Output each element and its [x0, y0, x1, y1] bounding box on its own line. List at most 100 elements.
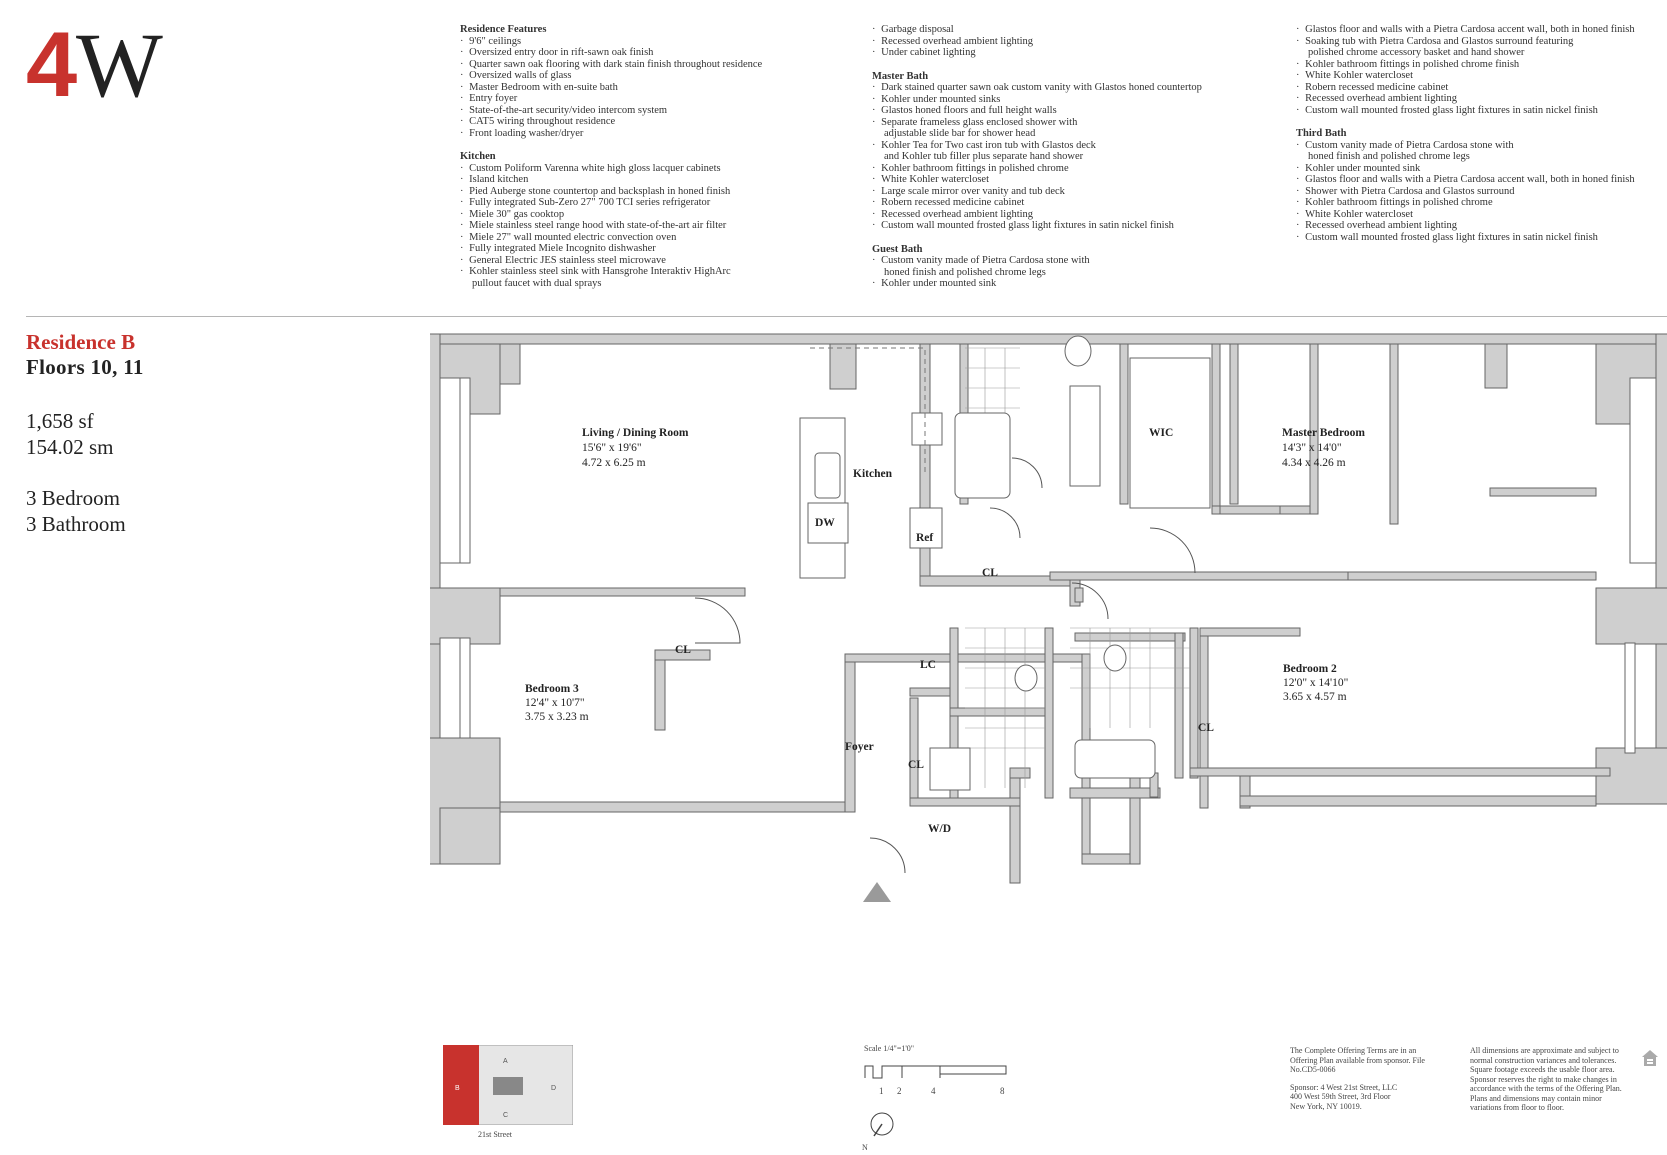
section-heading: Guest Bath	[872, 243, 923, 255]
doors	[694, 457, 1196, 874]
feature-item: Kohler bathroom fittings in polished chr…	[872, 163, 1202, 175]
features-column-3: Glastos floor and walls with a Pietra Ca…	[1296, 24, 1635, 255]
closet-label: CL	[908, 759, 924, 771]
living-room-imperial: 15'6" x 19'6"	[582, 442, 642, 454]
washer-dryer-label: W/D	[928, 823, 951, 835]
feature-item: Custom vanity made of Pietra Cardosa sto…	[872, 255, 1202, 267]
scale-bar: 1 2 4 8	[864, 1065, 1007, 1096]
feature-item: Island kitchen	[460, 174, 762, 186]
living-room-metric: 4.72 x 6.25 m	[582, 457, 646, 469]
fixtures	[799, 335, 1211, 791]
brand-logo: 4 W	[26, 20, 163, 102]
dimensions-disclaimer: All dimensions are approximate and subje…	[1470, 1046, 1622, 1112]
feature-item-continuation: honed finish and polished chrome legs	[884, 266, 1046, 278]
feature-item: Kohler under mounted sinks	[872, 94, 1202, 106]
feature-item: General Electric JES stainless steel mic…	[460, 255, 762, 267]
feature-item: Kohler bathroom fittings in polished chr…	[1296, 197, 1635, 209]
feature-item: Oversized walls of glass	[460, 70, 762, 82]
feature-item: White Kohler watercloset	[872, 174, 1202, 186]
guest-bath-continued-section: Glastos floor and walls with a Pietra Ca…	[1296, 24, 1635, 116]
feature-item: Glastos honed floors and full height wal…	[872, 105, 1202, 117]
feature-item: Miele 30" gas cooktop	[460, 209, 762, 221]
unit-d-label: D	[551, 1085, 556, 1092]
feature-item: Entry foyer	[460, 93, 762, 105]
bedroom-3-imperial: 12'4" x 10'7"	[525, 697, 585, 709]
feature-item: Quarter sawn oak flooring with dark stai…	[460, 59, 762, 71]
feature-item: Recessed overhead ambient lighting	[1296, 93, 1635, 105]
feature-item: Glastos floor and walls with a Pietra Ca…	[1296, 24, 1635, 36]
tile-grid	[965, 347, 1190, 788]
feature-item: Dark stained quarter sawn oak custom van…	[872, 82, 1202, 94]
logo-letter: W	[76, 20, 163, 102]
sink-icon	[814, 452, 841, 499]
feature-item: Robern recessed medicine cabinet	[1296, 82, 1635, 94]
feature-item: White Kohler watercloset	[1296, 209, 1635, 221]
windows	[439, 377, 1657, 754]
feature-item-continuation: pullout faucet with dual sprays	[472, 277, 602, 289]
key-plan: A B C D	[443, 1045, 573, 1125]
sponsor-line: 400 West 59th Street, 3rd Floor	[1290, 1092, 1391, 1101]
bedroom-3-metric: 3.75 x 3.23 m	[525, 711, 589, 723]
logo-digit: 4	[26, 20, 77, 102]
section-heading: Master Bath	[872, 70, 929, 82]
feature-item: Front loading washer/dryer	[460, 128, 762, 140]
feature-item: Kohler under mounted sink	[872, 278, 1202, 290]
vanity	[1069, 385, 1101, 487]
toilet-icon	[1103, 644, 1127, 672]
master-bedroom-imperial: 14'3" x 14'0"	[1282, 442, 1342, 454]
master-bedroom-metric: 4.34 x 4.26 m	[1282, 457, 1346, 469]
foyer-label: Foyer	[845, 741, 874, 753]
feature-item: Kohler bathroom fittings in polished chr…	[1296, 59, 1635, 71]
bathtub-icon	[954, 412, 1011, 499]
feature-item: State-of-the-art security/video intercom…	[460, 105, 762, 117]
scale-tick: 1	[879, 1086, 884, 1096]
unit-b-highlight	[443, 1045, 479, 1125]
residence-title: Residence B	[26, 330, 136, 354]
master-bath-section: Master Bath Dark stained quarter sawn oa…	[872, 71, 1202, 232]
guest-bath-section: Guest Bath Custom vanity made of Pietra …	[872, 244, 1202, 290]
feature-item: Under cabinet lighting	[872, 47, 1202, 59]
feature-item: Large scale mirror over vanity and tub d…	[872, 186, 1202, 198]
sponsor-line: New York, NY 10019.	[1290, 1101, 1362, 1111]
feature-item: 9'6" ceilings	[460, 36, 762, 48]
floors-label: Floors 10, 11	[26, 355, 144, 379]
toilet-icon	[1064, 335, 1092, 367]
feature-item: Garbage disposal	[872, 24, 1202, 36]
feature-item: Fully integrated Sub-Zero 27" 700 TCI se…	[460, 197, 762, 209]
closet-label: CL	[982, 567, 998, 579]
scale-tick: 4	[931, 1086, 936, 1096]
offering-terms-note: The Complete Offering Terms are in an Of…	[1290, 1046, 1440, 1111]
wic-label: WIC	[1149, 427, 1173, 439]
scale-label: Scale 1/4"=1'0"	[864, 1044, 915, 1053]
section-heading: Third Bath	[1296, 128, 1347, 139]
features-column-1: Residence Features 9'6" ceilings Oversiz…	[460, 24, 762, 301]
north-compass-icon: N	[862, 1112, 894, 1152]
section-heading: Residence Features	[460, 24, 547, 35]
north-label: N	[862, 1143, 868, 1152]
bedroom-count: 3 Bedroom	[26, 486, 120, 510]
equal-housing-icon	[1642, 1050, 1658, 1066]
bathtub-icon	[1074, 739, 1156, 779]
offering-text: The Complete Offering Terms are in an Of…	[1290, 1046, 1425, 1074]
bedroom-2-name: Bedroom 2	[1283, 663, 1337, 675]
feature-item: Custom vanity made of Pietra Cardosa sto…	[1296, 140, 1635, 152]
area-sf: 1,658 sf	[26, 409, 94, 433]
feature-item: Fully integrated Miele Incognito dishwas…	[460, 243, 762, 255]
feature-item: Shower with Pietra Cardosa and Glastos s…	[1296, 186, 1635, 198]
kitchen-label: Kitchen	[853, 468, 893, 480]
kitchen-continued-section: Garbage disposal Recessed overhead ambie…	[872, 24, 1202, 59]
ref-label: Ref	[916, 532, 933, 544]
unit-b-label: B	[455, 1085, 460, 1092]
dashed-lines	[810, 347, 926, 473]
feature-item: Glastos floor and walls with a Pietra Ca…	[1296, 174, 1635, 186]
feature-item: Custom Poliform Varenna white high gloss…	[460, 163, 762, 175]
feature-item: Custom wall mounted frosted glass light …	[1296, 105, 1635, 117]
sponsor-line: Sponsor: 4 West 21st Street, LLC	[1290, 1082, 1398, 1092]
feature-item: Custom wall mounted frosted glass light …	[872, 220, 1202, 232]
feature-item: Miele 27" wall mounted electric convecti…	[460, 232, 762, 244]
feature-item: Kohler stainless steel sink with Hansgro…	[460, 266, 762, 278]
closet-label: CL	[1198, 722, 1214, 734]
feature-item: CAT5 wiring throughout residence	[460, 116, 762, 128]
dw-label: DW	[815, 517, 835, 529]
living-room-name: Living / Dining Room	[582, 427, 689, 439]
